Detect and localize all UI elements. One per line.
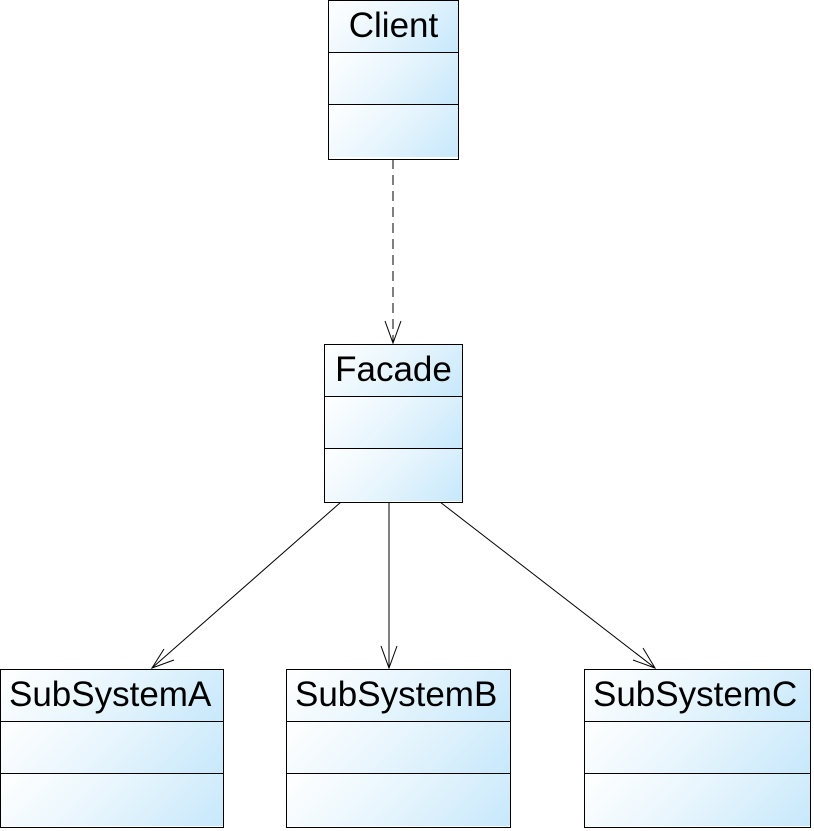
class-facade-attributes [325,397,462,449]
class-subsystem-b-name: SubSystemB [287,670,510,722]
class-subsystem-a-attributes [1,722,223,774]
class-subsystem-c-operations [585,774,810,826]
class-subsystem-c-attributes [585,722,810,774]
dependency-arrowhead [384,320,402,345]
association-arrowhead-a [150,648,175,669]
class-subsystem-a-operations [1,774,223,826]
association-facade-to-subsystem-c [439,501,657,669]
class-client-attributes [329,53,458,105]
class-client[interactable]: Client [328,0,459,160]
class-subsystem-b-attributes [287,722,510,774]
class-facade-operations [325,449,462,501]
association-facade-to-subsystem-b [380,502,398,670]
association-arrowhead-c [632,647,657,669]
class-subsystem-a-name: SubSystemA [1,670,223,722]
class-subsystem-b[interactable]: SubSystemB [286,669,511,828]
class-facade[interactable]: Facade [324,344,463,503]
class-subsystem-a[interactable]: SubSystemA [0,669,224,828]
association-arrowhead-b [380,645,398,670]
class-subsystem-c[interactable]: SubSystemC [584,669,811,828]
association-facade-to-subsystem-a [150,501,342,669]
class-facade-name: Facade [325,345,462,397]
class-client-operations [329,105,458,157]
class-subsystem-b-operations [287,774,510,826]
dependency-client-to-facade [384,159,402,345]
class-subsystem-c-name: SubSystemC [585,670,810,722]
class-client-name: Client [329,1,458,53]
